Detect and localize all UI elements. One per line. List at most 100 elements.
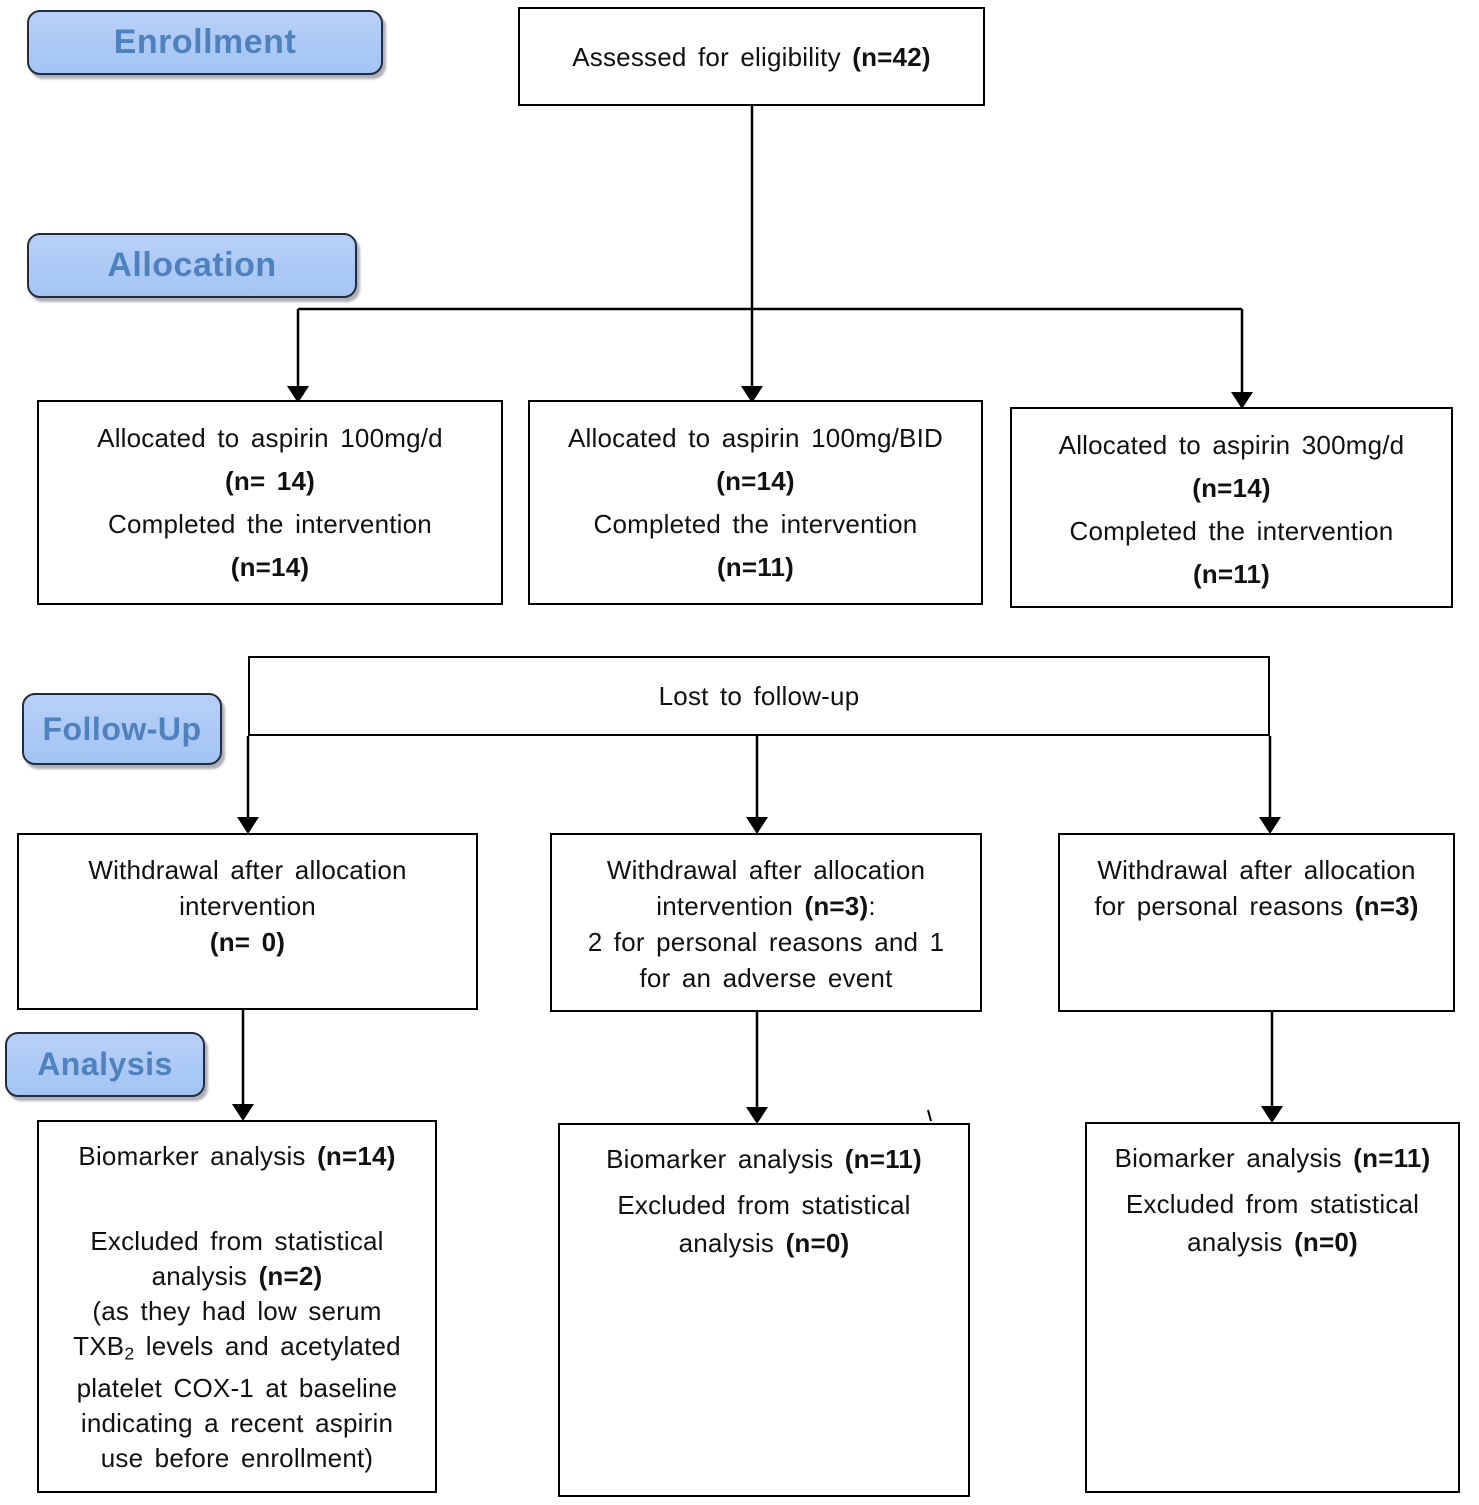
text-segment: (n=14) (317, 1141, 396, 1171)
text-segment: : (868, 891, 876, 921)
box-line: use before enrollment) (39, 1441, 435, 1476)
analysis-label: Analysis (5, 1032, 205, 1097)
lost-to-followup-box: Lost to follow-up (248, 656, 1270, 736)
text-segment: Biomarker analysis (1114, 1143, 1354, 1173)
box-line: platelet COX-1 at baseline (39, 1371, 435, 1406)
text-segment: TXB (73, 1331, 125, 1361)
text-segment: Withdrawal after allocation (88, 855, 407, 885)
text-segment: (n=14) (230, 552, 310, 582)
text-segment: use before enrollment) (100, 1443, 374, 1474)
text-segment: Allocated to aspirin 300mg/d (1058, 430, 1405, 460)
box-line: intervention (n=3): (552, 888, 980, 924)
alloc-300mgd-box: Allocated to aspirin 300mg/d (n=14) Comp… (1010, 407, 1453, 608)
text-segment: platelet COX-1 at baseline (76, 1373, 398, 1404)
text-segment: Biomarker analysis (78, 1141, 318, 1171)
box-line: Allocated to aspirin 300mg/d (1012, 424, 1451, 467)
box-line: indicating a recent aspirin (39, 1406, 435, 1441)
box-line: Biomarker analysis (n=14) (39, 1139, 435, 1174)
box-line: Withdrawal after allocation (19, 852, 476, 888)
box-line: intervention (19, 888, 476, 924)
text-segment: Allocated to aspirin 100mg/BID (568, 423, 943, 453)
text-segment: (n=14) (716, 466, 795, 496)
text-segment: (n=0) (785, 1228, 850, 1258)
box-line: Allocated to aspirin 100mg/d (39, 417, 501, 460)
box-line: Withdrawal after allocation (552, 852, 980, 888)
text-segment: Excluded from statistical (617, 1190, 911, 1220)
box-line: Biomarker analysis (n=11) (1087, 1141, 1458, 1176)
box-line: for an adverse event (552, 960, 980, 996)
text-segment: 2 for personal reasons and 1 (587, 927, 945, 957)
assessed-box: Assessed for eligibility (n=42) (518, 7, 985, 106)
box-line: 2 for personal reasons and 1 (552, 924, 980, 960)
text-segment: (n=14) (1192, 473, 1271, 503)
text-segment: Biomarker analysis (606, 1144, 845, 1174)
box-line: Biomarker analysis (n=11) (560, 1142, 968, 1177)
text-segment: analysis (678, 1228, 786, 1258)
box-line: (n=14) (39, 546, 501, 589)
withdrawal-arm2-box: Withdrawal after allocation intervention… (550, 833, 982, 1012)
text-segment: Withdrawal after allocation (1097, 855, 1416, 885)
text-segment: (n=11) (1192, 559, 1271, 589)
text-segment: (n=3) (804, 891, 869, 921)
arrowhead-bio1 (232, 1104, 254, 1121)
text-segment: Completed the intervention (1069, 516, 1394, 546)
text-segment: (n= 14) (225, 466, 315, 496)
box-line: Completed the intervention (530, 503, 981, 546)
alloc-100mgd-box: Allocated to aspirin 100mg/d (n= 14) Com… (37, 400, 503, 605)
text-segment: (n=11) (716, 552, 795, 582)
arrowhead-fu3 (1259, 817, 1281, 834)
enrollment-label: Enrollment (27, 10, 383, 75)
text-segment: (as they had low serum (92, 1296, 382, 1326)
box-line: Assessed for eligibility (n=42) (572, 44, 931, 70)
box-line: TXB2 levels and acetylated (39, 1329, 435, 1371)
analysis-label-text: Analysis (37, 1046, 173, 1082)
box-line: Completed the intervention (39, 503, 501, 546)
arrowhead-bio3 (1261, 1106, 1283, 1123)
box-line: Completed the intervention (1012, 510, 1451, 553)
withdrawal-arm3-box: Withdrawal after allocation for personal… (1058, 833, 1455, 1012)
arrowhead-alloc2 (741, 386, 763, 403)
box-line: (as they had low serum (39, 1294, 435, 1329)
text-segment: Completed the intervention (108, 509, 432, 539)
text-segment: indicating a recent aspirin (80, 1408, 394, 1439)
text-segment: Withdrawal after allocation (606, 855, 926, 885)
text-segment: Assessed for eligibility (572, 41, 853, 72)
text-segment: (n=0) (1294, 1227, 1358, 1257)
box-line: (n= 0) (19, 924, 476, 960)
text-segment: Excluded from statistical (90, 1226, 384, 1256)
box-line: (n=11) (530, 546, 981, 589)
allocation-label-text: Allocation (107, 246, 277, 284)
text-segment: intervention (656, 891, 805, 921)
box-line: Excluded from statistical (39, 1224, 435, 1259)
withdrawal-arm1-box: Withdrawal after allocation intervention… (17, 833, 478, 1010)
box-line: analysis (n=0) (1087, 1223, 1458, 1261)
text-segment: (n=3) (1354, 891, 1419, 921)
biomarker-arm1-box: Biomarker analysis (n=14) Excluded from … (37, 1120, 437, 1493)
box-line: analysis (n=2) (39, 1259, 435, 1294)
text-segment: (n=42) (852, 41, 931, 72)
box-line: (n=14) (1012, 467, 1451, 510)
box-line: analysis (n=0) (560, 1224, 968, 1262)
box-line: (n=14) (530, 460, 981, 503)
box-line: Allocated to aspirin 100mg/BID (530, 417, 981, 460)
text-segment: (n=2) (258, 1261, 323, 1291)
text-segment: for personal reasons (1094, 891, 1355, 921)
box-line: (n= 14) (39, 460, 501, 503)
allocation-label: Allocation (27, 233, 357, 298)
box-line: Lost to follow-up (659, 683, 860, 709)
text-segment: levels and acetylated (134, 1331, 401, 1361)
text-segment: analysis (1187, 1227, 1295, 1257)
box-line: Excluded from statistical (560, 1186, 968, 1224)
text-segment: analysis (151, 1261, 259, 1291)
stray-mark (927, 1109, 932, 1122)
box-line: Excluded from statistical (1087, 1185, 1458, 1223)
text-segment: Completed the intervention (593, 509, 918, 539)
box-line: Withdrawal after allocation (1060, 852, 1453, 888)
followup-label-text: Follow-Up (42, 710, 202, 747)
box-line: for personal reasons (n=3) (1060, 888, 1453, 924)
text-segment: Allocated to aspirin 100mg/d (97, 423, 443, 453)
arrowhead-alloc1 (287, 386, 309, 403)
text-segment: Excluded from statistical (1125, 1189, 1420, 1219)
text-segment: (n=11) (844, 1144, 922, 1174)
